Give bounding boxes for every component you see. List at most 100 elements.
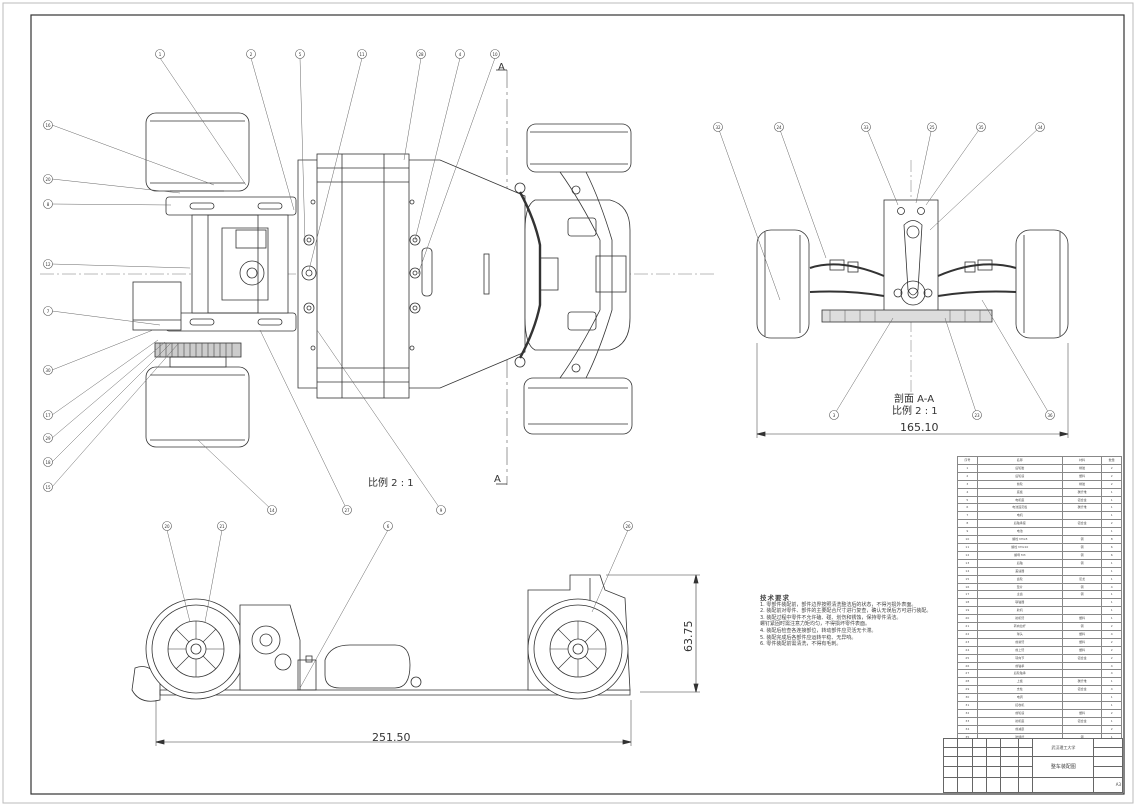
drawing-name: 整车装配图 (1032, 756, 1095, 778)
bom-cell: 钢 (1061, 622, 1103, 631)
bom-cell: 17 (957, 590, 978, 600)
bom-cell (1061, 661, 1103, 671)
bom-cell: 上板 (976, 677, 1063, 687)
balloon-label: 24 (776, 125, 782, 130)
balloon: 27 (342, 505, 352, 515)
bom-cell: 26 (957, 661, 978, 671)
bom-cell: 25 (957, 653, 978, 663)
bom-cell: 2 (1101, 724, 1122, 734)
bom-cell: 钢 (1061, 582, 1103, 592)
balloon: 16 (43, 120, 53, 130)
balloon: 24 (774, 122, 784, 132)
balloon-label: 23 (974, 413, 980, 418)
bom-cell: 2 (1101, 709, 1122, 718)
balloon-label: 21 (219, 524, 225, 529)
bom-cell: 钢 (1061, 590, 1103, 600)
balloon-label: 14 (269, 508, 275, 513)
balloon-label: 9 (440, 508, 443, 513)
school-name: 武汉理工大学 (1032, 738, 1095, 757)
balloon-label: 35 (978, 125, 984, 130)
bom-cell: 31 (957, 701, 978, 710)
bom-cell: 电机座 (976, 495, 1063, 505)
balloon-label: 10 (492, 52, 498, 57)
bom-cell: 1 (1101, 614, 1122, 624)
bom-cell: 2 (1101, 471, 1122, 481)
tech-title: 技术要求 (760, 594, 790, 602)
balloon: 33 (861, 122, 871, 132)
bom-cell: 螺母 M3 (976, 550, 1063, 560)
bom-cell: 23 (957, 637, 978, 647)
bom-cell: 1 (1101, 677, 1122, 687)
bom-cell: 12 (957, 550, 978, 560)
bom-cell: 20 (957, 614, 978, 624)
bom-cell: 塑料 (1061, 709, 1103, 718)
bom-cell: 差速器 (976, 566, 1063, 576)
bom-cell: 8 (1101, 535, 1122, 544)
bom-cell (1061, 566, 1103, 576)
balloon-label: 28 (418, 52, 424, 57)
bom-cell: 橡胶 (1061, 463, 1103, 473)
bom-cell (1061, 527, 1103, 537)
balloon-label: 5 (299, 52, 302, 57)
title-block: 武汉理工大学 整车装配图 A3 (942, 738, 1123, 794)
front-view (131, 529, 700, 746)
bom-cell: 27 (957, 669, 978, 679)
bom-cell: 11 (957, 542, 978, 552)
balloon-label: 34 (1037, 125, 1043, 130)
bom-cell: 22 (957, 629, 978, 639)
bom-cell: 支柱 (976, 685, 1063, 695)
bom-cell: 1 (1101, 503, 1122, 513)
bom-cell: 后轮轴承 (976, 669, 1063, 679)
dimension-front-height: 63.75 (682, 621, 695, 653)
bom-cell: 碳纤维 (1061, 503, 1103, 513)
bom-cell: 2 (1101, 479, 1122, 489)
bom-cell: 钢 (1061, 732, 1103, 738)
bom-cell: 电调 (976, 693, 1063, 703)
bom-cell: 铝合金 (1061, 685, 1103, 695)
section-marker-bottom: A (494, 474, 501, 485)
bom-cell: 1 (1101, 701, 1122, 710)
balloon: 30 (43, 365, 53, 375)
balloon-label: 20 (45, 177, 51, 182)
bom-cell: 钢 (1061, 550, 1103, 560)
bom-cell (1061, 693, 1103, 703)
bom-cell: 前悬臂 (976, 637, 1063, 647)
bom-cell: 1 (1101, 693, 1122, 703)
bom-cell: 15 (957, 574, 978, 584)
bom-cell: 28 (957, 677, 978, 687)
bom-cell: 3 (957, 479, 978, 489)
bom-cell: 前轮毂 (976, 709, 1063, 718)
section-scale-label: 比例 2 : 1 (892, 404, 938, 417)
sheet-size: A3 (1093, 776, 1123, 794)
bom-cell: 钢 (1061, 558, 1103, 568)
bom-cell: 舵机臂 (976, 614, 1063, 624)
balloon-label: 36 (1047, 413, 1053, 418)
bom-header-cell: 数量 (1101, 456, 1122, 465)
bom-cell: 5 (957, 495, 978, 505)
balloon: 15 (43, 482, 53, 492)
sheet-frame (30, 14, 1125, 795)
balloon: 2 (246, 49, 256, 59)
bom-cell: 1 (1101, 716, 1122, 726)
bom-cell: 2 (1101, 519, 1122, 529)
balloon: 11 (357, 49, 367, 59)
balloon: 4 (455, 49, 465, 59)
bom-cell: 1 (1101, 487, 1122, 497)
balloon-label: 30 (45, 368, 51, 373)
bom-cell: 1 (1101, 574, 1122, 584)
